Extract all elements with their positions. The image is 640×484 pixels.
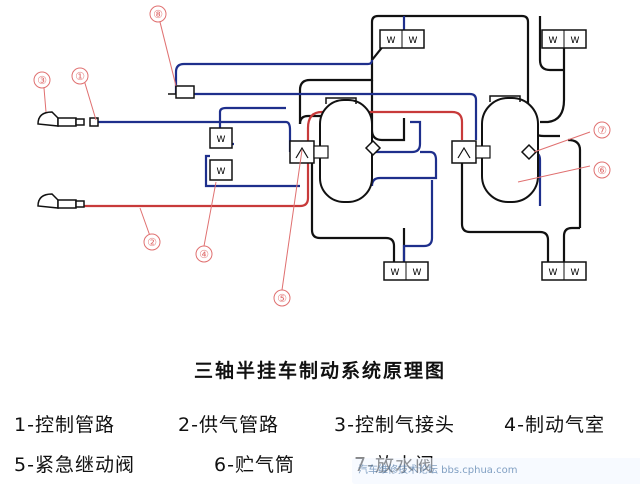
svg-text:W: W [571,36,580,46]
svg-text:W: W [413,268,422,278]
supply-coupling-head [37,193,85,209]
watermark: 汽车维修技术论坛 bbs.cphua.com [352,458,640,484]
svg-text:W: W [387,36,396,46]
svg-text:W: W [217,135,226,145]
supply-line [82,110,464,208]
callout-1: ① [75,70,85,83]
legend-item: 6-贮气筒 [214,454,295,476]
svg-text:W: W [549,268,558,278]
drain-valve-rear [520,143,538,161]
brake-chamber-2: W [209,159,233,181]
callout-5: ⑤ [277,292,287,305]
emergency-relay-valve-rear [451,140,491,164]
svg-text:W: W [571,268,580,278]
hand-valve [168,85,195,99]
drain-valve-front [364,139,382,157]
callout-3: ③ [37,74,47,87]
svg-text:W: W [409,36,418,46]
callout-8: ⑧ [153,8,163,21]
diagram-title: 三轴半挂车制动系统原理图 [193,360,446,382]
legend-item: 2-供气管路 [178,414,279,436]
svg-text:W: W [391,268,400,278]
control-lines [96,16,542,262]
legend-item: 4-制动气室 [504,414,605,436]
legend-row-1: 1-控制管路 2-供气管路 3-控制气接头 4-制动气室 [14,410,640,440]
callout-6: ⑥ [597,164,607,177]
control-coupling-head [37,111,99,127]
legend-item: 3-控制气接头 [334,414,455,436]
callout-2: ② [147,236,157,249]
callouts [33,5,611,307]
callout-7: ⑦ [597,124,607,137]
callout-4: ④ [199,248,209,261]
legend-item: 5-紧急继动阀 [14,454,135,476]
svg-text:W: W [549,36,558,46]
svg-text:W: W [217,167,226,177]
legend-item: 1-控制管路 [14,414,115,436]
brake-chamber-1: W [209,127,233,149]
